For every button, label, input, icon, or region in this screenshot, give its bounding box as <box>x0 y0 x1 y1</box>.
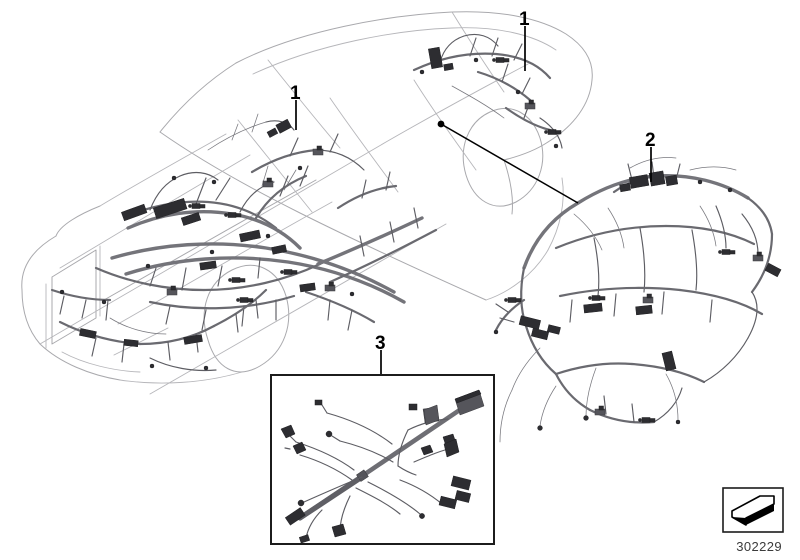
callout-number-1-rear: 1 <box>519 9 530 30</box>
floor-trunk-harness <box>94 165 438 331</box>
callout-number-3: 3 <box>375 333 386 354</box>
viewing-direction-icon <box>722 487 784 533</box>
harness-location-pointer <box>437 120 579 204</box>
callout-number-2: 2 <box>645 130 656 151</box>
front-end-harness <box>50 288 268 372</box>
callout-leaders <box>295 26 652 376</box>
vehicle-body-outline <box>21 11 593 395</box>
part-number-label: 302229 <box>736 539 782 554</box>
callout-number-1-front: 1 <box>290 83 301 104</box>
detail-box-item-3 <box>270 374 495 545</box>
body-wiring-harness-assembly <box>493 157 782 443</box>
rear-body-harness <box>412 33 563 149</box>
front-dash-harness <box>124 113 365 250</box>
